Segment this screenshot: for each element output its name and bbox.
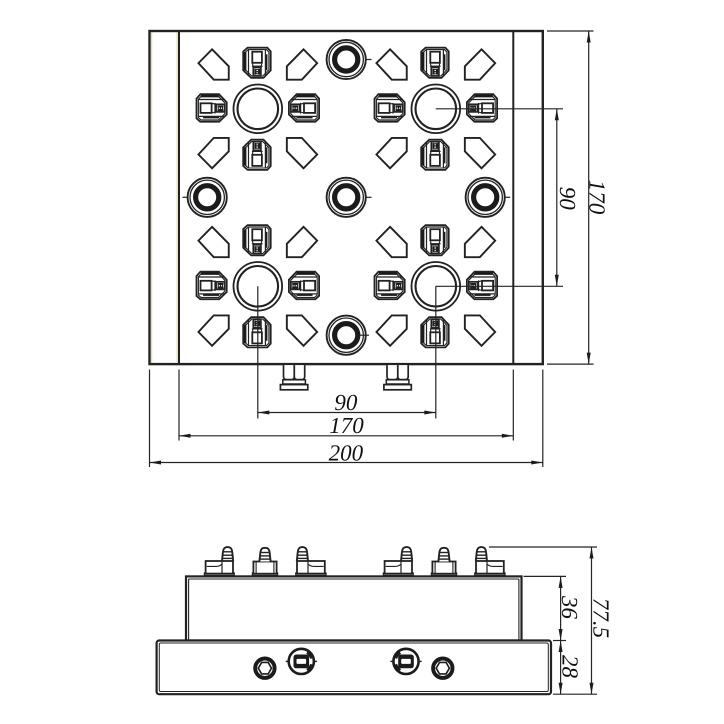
svg-text:36: 36 [557,595,582,620]
svg-text:170: 170 [584,180,609,215]
svg-text:77.5: 77.5 [589,598,614,638]
svg-text:28: 28 [558,655,583,679]
svg-text:170: 170 [329,413,364,438]
svg-text:200: 200 [329,440,364,465]
svg-text:90: 90 [334,390,358,415]
svg-text:90: 90 [555,187,580,211]
